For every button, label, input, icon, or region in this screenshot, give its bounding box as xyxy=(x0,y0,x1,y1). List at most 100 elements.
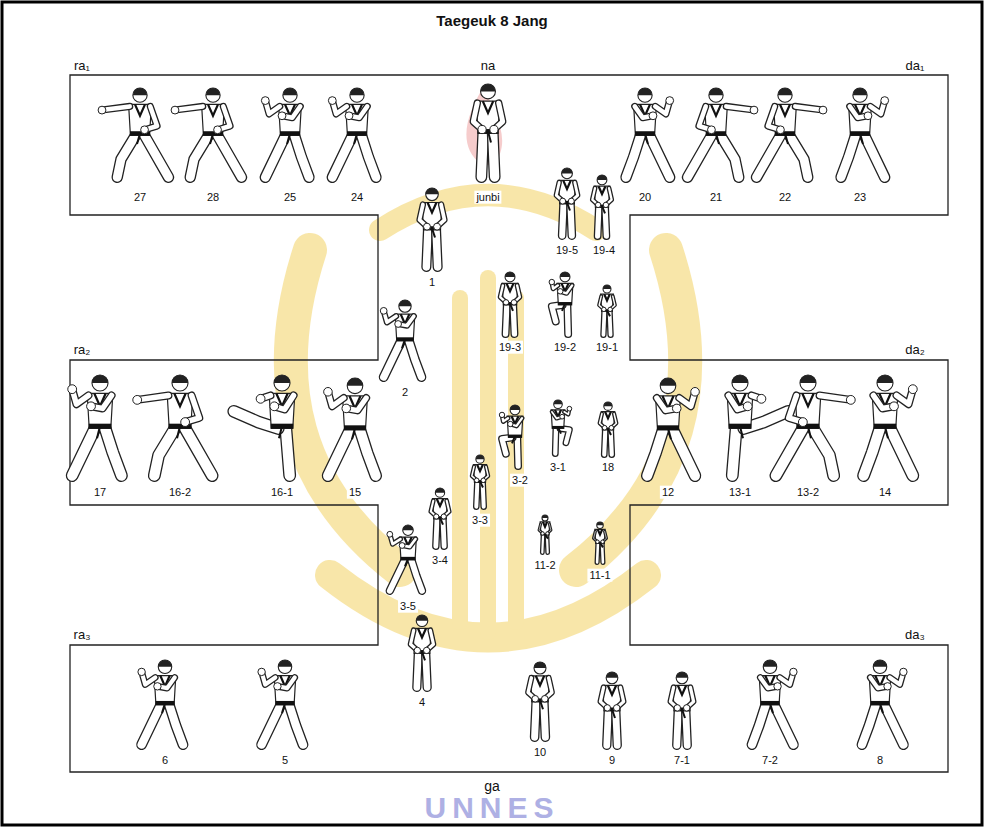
limb-outline xyxy=(417,654,418,688)
fist xyxy=(181,418,190,427)
fist xyxy=(395,321,402,328)
collar xyxy=(507,283,514,291)
taekwondo-figure xyxy=(473,84,502,177)
limb-outline xyxy=(411,560,422,591)
step-number: junbi xyxy=(474,191,501,204)
step-number: 3-5 xyxy=(398,600,418,613)
head xyxy=(399,300,411,312)
fist xyxy=(558,289,563,294)
limb-outline xyxy=(721,136,739,178)
belt-tail xyxy=(354,134,357,144)
taekwondo-figure xyxy=(600,672,623,745)
limb-outline xyxy=(328,430,350,476)
fist xyxy=(345,112,353,120)
fist xyxy=(138,668,145,675)
limb xyxy=(607,711,608,745)
hair xyxy=(481,84,496,91)
limb xyxy=(732,429,736,476)
hair xyxy=(158,660,172,667)
hair xyxy=(597,522,603,525)
limb-outline xyxy=(552,305,563,322)
taekwondo-figure xyxy=(431,488,449,546)
belt-tail xyxy=(860,134,863,144)
limb-outline xyxy=(604,430,605,455)
limb xyxy=(117,136,135,178)
limb-outline xyxy=(72,429,95,476)
step-number: 13-1 xyxy=(727,486,753,499)
limb xyxy=(544,702,546,737)
hair xyxy=(274,375,290,383)
limb xyxy=(190,136,208,178)
hair xyxy=(603,285,611,289)
fist xyxy=(819,106,827,114)
limb xyxy=(864,429,880,476)
fist xyxy=(568,198,574,204)
fist xyxy=(546,532,549,535)
taekwondo-figure xyxy=(864,375,918,476)
limb xyxy=(265,136,285,178)
hair xyxy=(660,378,676,386)
limb-outline xyxy=(650,136,670,178)
step-number: 3-4 xyxy=(430,554,450,567)
hair xyxy=(778,88,792,95)
limb xyxy=(865,136,885,178)
limb-outline xyxy=(813,429,834,476)
limb xyxy=(650,136,670,178)
limb-outline xyxy=(154,429,175,476)
hair xyxy=(350,88,364,95)
head xyxy=(416,615,428,627)
hair xyxy=(403,525,414,530)
limb xyxy=(502,438,513,454)
step-number: 12 xyxy=(660,486,676,499)
limb xyxy=(411,560,422,591)
taekwondo-figure xyxy=(68,375,122,476)
taekwondo-figure xyxy=(472,455,488,507)
hair xyxy=(606,672,618,678)
jacket xyxy=(872,393,898,428)
fist xyxy=(387,531,393,537)
fist xyxy=(342,404,351,413)
belt-tail xyxy=(562,304,565,311)
step-number: 7-1 xyxy=(672,754,692,767)
title: Taegeuk 8 Jang xyxy=(0,12,984,29)
hair xyxy=(416,615,428,621)
logo-bar xyxy=(480,270,496,640)
taekwondo-figure xyxy=(776,375,855,476)
fist xyxy=(87,402,96,411)
fist xyxy=(683,705,689,711)
limb xyxy=(862,705,876,745)
limb-outline xyxy=(841,136,855,178)
limb-outline xyxy=(544,702,546,737)
fist xyxy=(596,540,600,544)
collar xyxy=(477,464,483,471)
limb xyxy=(360,430,376,476)
fist xyxy=(542,696,549,703)
head xyxy=(554,400,563,409)
head xyxy=(542,515,548,521)
limb xyxy=(426,230,428,267)
limb xyxy=(390,560,405,591)
limb xyxy=(790,136,808,178)
limb xyxy=(604,430,605,455)
fist xyxy=(274,683,281,690)
fist xyxy=(278,112,286,120)
fist xyxy=(560,414,565,419)
step-number: 11-2 xyxy=(532,559,557,572)
collar xyxy=(418,628,426,637)
fist xyxy=(261,97,269,105)
fist xyxy=(68,385,77,394)
limb xyxy=(841,136,855,178)
direction-label: na xyxy=(479,59,497,74)
belt-tail xyxy=(668,428,671,439)
limb xyxy=(535,702,537,737)
belt-tail xyxy=(885,426,888,438)
collar xyxy=(135,104,145,115)
head xyxy=(426,188,439,201)
fist xyxy=(481,478,486,483)
jacket xyxy=(727,393,753,428)
collar xyxy=(174,393,185,406)
head xyxy=(435,488,444,497)
limb xyxy=(218,136,242,178)
belt-tail xyxy=(880,703,883,713)
